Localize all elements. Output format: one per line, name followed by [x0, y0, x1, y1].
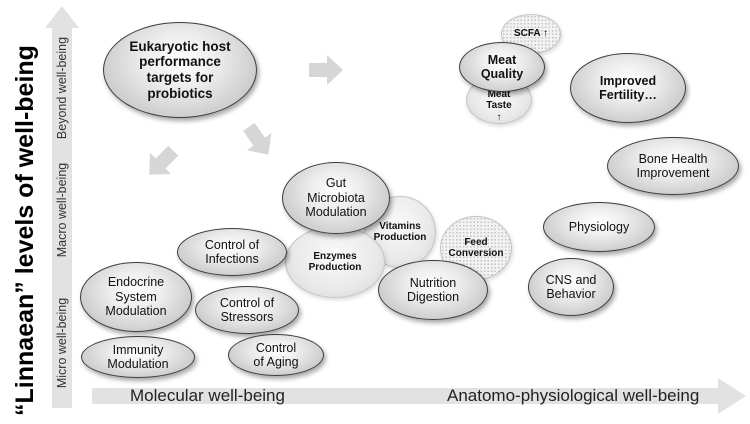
node-performance-targets: Eukaryotic host performance targets for … — [103, 22, 257, 118]
node-enzymes-production: Enzymes Production — [285, 226, 385, 298]
arrow-down-left — [149, 145, 179, 175]
node-physiology: Physiology — [543, 202, 655, 252]
node-nutrition-digestion: Nutrition Digestion — [378, 260, 488, 320]
node-control-aging: Control of Aging — [228, 334, 324, 376]
node-meat-quality: Meat Quality — [459, 42, 545, 92]
arrow-right — [309, 55, 343, 85]
x-axis-right-label: Anatomo-physiological well-being — [447, 386, 700, 405]
x-axis-left-label: Molecular well-being — [130, 386, 285, 405]
y-axis-arrow — [45, 6, 79, 408]
node-endocrine-system: Endocrine System Modulation — [80, 262, 192, 332]
y-axis-title-text: “Linnaean” levels of well-being — [10, 44, 39, 416]
node-bone-health: Bone Health Improvement — [607, 137, 739, 195]
node-control-infections: Control of Infections — [177, 228, 287, 276]
arrow-down — [243, 122, 272, 155]
y-level-macro: Macro well-being — [55, 162, 69, 258]
y-axis-title: “Linnaean” levels of well-being — [2, 45, 48, 416]
node-gut-microbiota: Gut Microbiota Modulation — [282, 162, 390, 234]
node-improved-fertility: Improved Fertility… — [570, 53, 686, 123]
node-control-stressors: Control of Stressors — [195, 286, 299, 334]
y-level-beyond: Beyond well-being — [55, 36, 69, 140]
node-cns-behavior: CNS and Behavior — [528, 258, 614, 316]
node-immunity-modulation: Immunity Modulation — [81, 336, 195, 378]
x-axis-arrow — [92, 378, 746, 414]
y-level-micro: Micro well-being — [55, 297, 69, 389]
